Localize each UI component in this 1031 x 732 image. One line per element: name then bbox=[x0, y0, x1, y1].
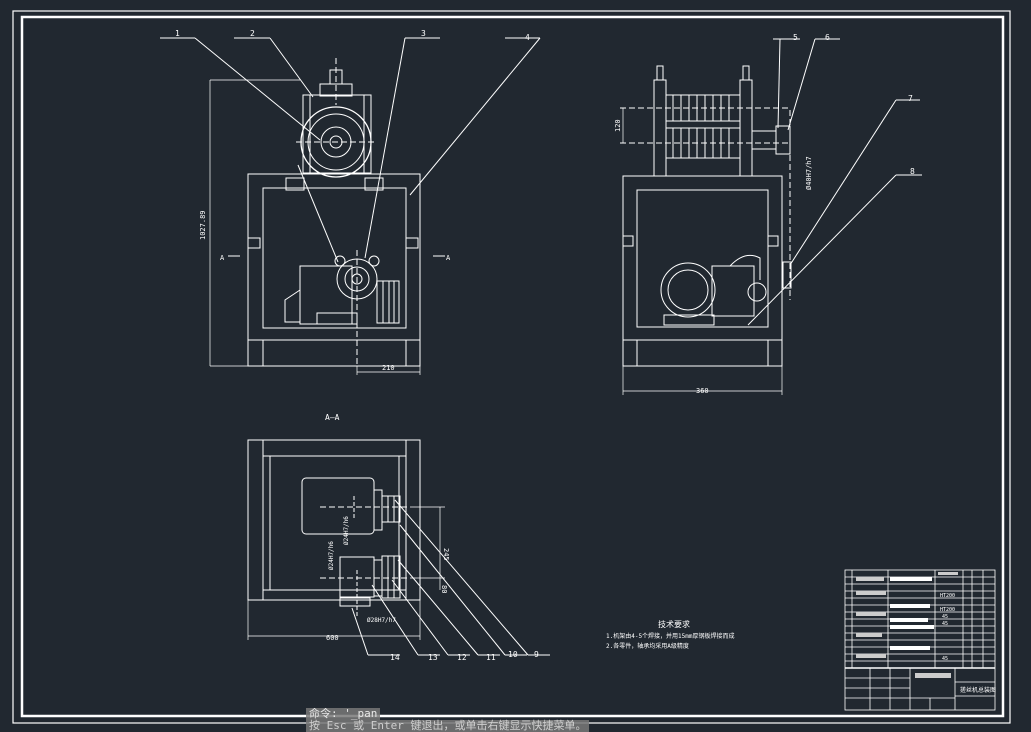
title-block-material: 45 bbox=[942, 614, 948, 620]
dimension-vertical-2: 80 bbox=[440, 585, 448, 593]
command-line-history: 命令: '_pan bbox=[306, 708, 381, 720]
callout-label: 2 bbox=[250, 29, 255, 38]
callout-label: 14 bbox=[390, 653, 400, 662]
section-title: A—A bbox=[325, 413, 340, 422]
title-block-labels: HT200 HT200 45 45 45 搓丝机总装图 bbox=[940, 593, 996, 694]
tech-req-line-1: 1.机架由4-5个焊接，并用15mm厚钢板焊接而成 bbox=[606, 632, 735, 640]
callout-label: 4 bbox=[525, 33, 530, 42]
callout-label: 5 bbox=[793, 33, 798, 42]
dimension-bottom: 600 bbox=[326, 634, 339, 642]
outer-frame bbox=[12, 10, 1011, 724]
callout-label: 8 bbox=[910, 167, 915, 176]
callout-label: 10 bbox=[508, 650, 518, 659]
tech-req-title: 技术要求 bbox=[658, 619, 690, 629]
side-view bbox=[620, 38, 922, 395]
inner-frame bbox=[20, 15, 1005, 718]
title-block-drawing-name: 搓丝机总装图 bbox=[960, 686, 996, 694]
dimension-bottom: 210 bbox=[382, 364, 395, 372]
callout-label: 3 bbox=[421, 29, 426, 38]
title-block bbox=[844, 569, 996, 711]
section-view-labels: A—A 14 13 12 11 10 9 Ø24H7/h6 Ø24H7/h6 Ø… bbox=[325, 413, 539, 662]
title-block-material: 45 bbox=[942, 656, 948, 662]
side-view-labels: 5 6 7 8 120 Ø40H7/h7 360 bbox=[614, 33, 915, 395]
callout-label: 7 bbox=[908, 94, 913, 103]
dimension-fit: Ø40H7/h7 bbox=[805, 156, 813, 190]
dimension-left: 120 bbox=[614, 119, 622, 132]
dimension-height: 1027.89 bbox=[199, 210, 207, 240]
front-frame-outer bbox=[247, 173, 421, 367]
callout-label: 1 bbox=[175, 29, 180, 38]
dimension-bottom: 360 bbox=[696, 387, 709, 395]
technical-requirements: 技术要求 1.机架由4-5个焊接，并用15mm厚钢板焊接而成 2.各零件，轴承均… bbox=[606, 619, 735, 650]
callout-label: 11 bbox=[486, 653, 496, 662]
command-line-prompt: 按 Esc 或 Enter 键退出，或单击右键显示快捷菜单。 bbox=[306, 720, 590, 732]
front-frame-inner bbox=[262, 187, 407, 329]
dimension-vertical-1: 245 bbox=[442, 548, 450, 561]
title-block-material: 45 bbox=[942, 621, 948, 627]
dimension-fit-3: Ø28H7/h7 bbox=[367, 617, 396, 624]
title-block-material: HT200 bbox=[940, 593, 955, 599]
title-block-material: HT200 bbox=[940, 607, 955, 613]
callout-label: 6 bbox=[825, 33, 830, 42]
callout-label: 13 bbox=[428, 653, 438, 662]
front-view bbox=[160, 37, 541, 375]
dimension-fit-1: Ø24H7/h6 bbox=[343, 516, 350, 545]
dimension-fit-2: Ø24H7/h6 bbox=[328, 541, 335, 570]
callout-label: 9 bbox=[534, 650, 539, 659]
section-view bbox=[247, 439, 550, 656]
front-view-labels: 1 2 3 4 1027.89 210 A A bbox=[175, 29, 530, 372]
tech-req-line-2: 2.各零件，轴承均采用A级精度 bbox=[606, 642, 689, 650]
callout-label: 12 bbox=[457, 653, 467, 662]
command-line[interactable]: 命令: '_pan 按 Esc 或 Enter 键退出，或单击右键显示快捷菜单。 bbox=[306, 708, 626, 732]
section-marker-left: A bbox=[220, 254, 225, 262]
section-marker-right: A bbox=[446, 254, 451, 262]
